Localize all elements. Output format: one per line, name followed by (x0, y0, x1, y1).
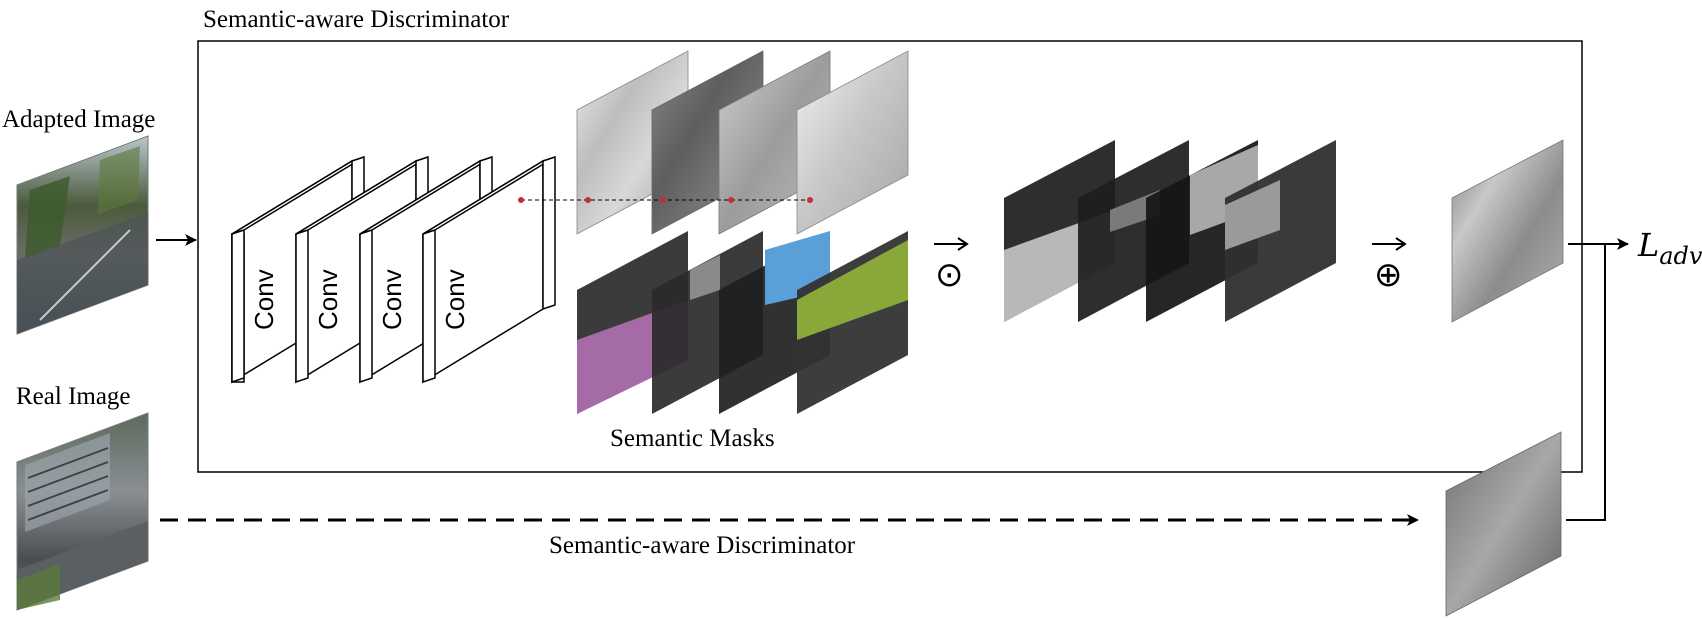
adversarial-loss-label: Ladv (1637, 226, 1702, 270)
discriminator-box (197, 40, 1583, 473)
real-image (16, 412, 149, 611)
real-branch-label: Semantic-aware Discriminator (549, 532, 856, 559)
feature-maps (576, 50, 909, 235)
adapted-output-map (1451, 139, 1564, 323)
feature-link (518, 197, 813, 203)
conv-block (422, 155, 556, 384)
semantic-masks-label: Semantic Masks (610, 425, 775, 452)
conv-label: Conv (440, 269, 470, 330)
sum-symbol: ⊕ (1374, 255, 1403, 295)
loss-connectors (1566, 238, 1629, 521)
feature-map (796, 50, 909, 235)
conv-block (231, 155, 365, 384)
multiply-symbol: ⊙ (935, 255, 964, 295)
conv-stack: Conv Conv Conv Conv (231, 155, 556, 384)
masked-features (1004, 140, 1336, 322)
adapted-image-label: Adapted Image (2, 106, 155, 133)
conv-label: Conv (313, 269, 343, 330)
semantic-masks (577, 231, 908, 414)
real-image-label: Real Image (16, 383, 131, 410)
semantic-mask (797, 231, 908, 414)
multiply-operator: ⊙ (934, 237, 969, 295)
conv-label: Conv (249, 269, 279, 330)
sum-operator: ⊕ (1372, 237, 1407, 295)
discriminator-title: Semantic-aware Discriminator (203, 6, 510, 33)
loss-main: L (1637, 226, 1659, 264)
conv-label: Conv (377, 269, 407, 330)
real-output-map (1445, 431, 1562, 617)
adapted-image (16, 135, 149, 335)
masked-feature (1225, 140, 1336, 322)
loss-subscript: adv (1659, 242, 1702, 270)
